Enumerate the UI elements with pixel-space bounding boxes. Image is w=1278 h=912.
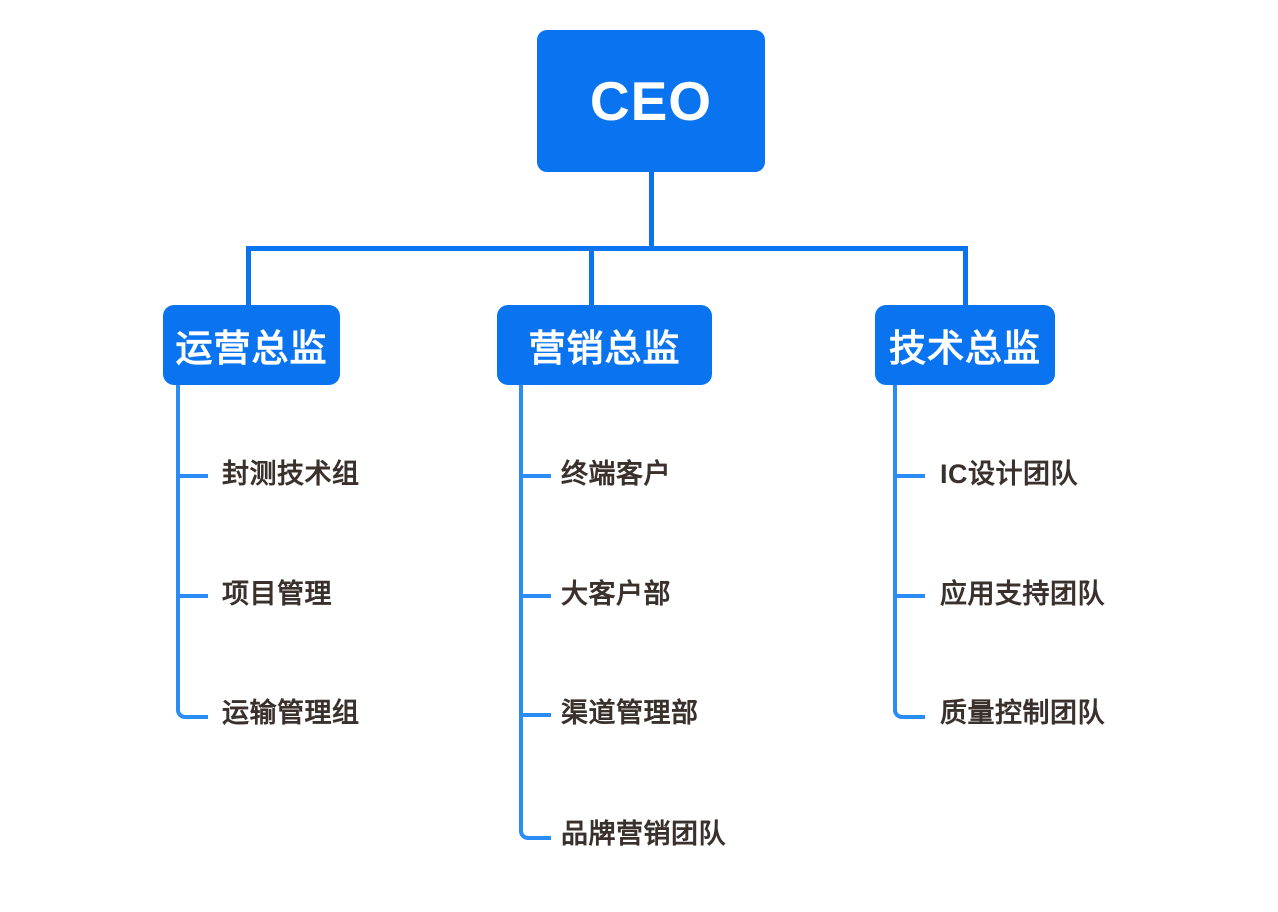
connector-elbow-marketing bbox=[519, 808, 551, 840]
node-director-technology[interactable]: 技术总监 bbox=[875, 305, 1055, 385]
connector-drop-technology bbox=[963, 246, 968, 308]
leaf-marketing-2[interactable]: 大客户部 bbox=[561, 579, 671, 609]
connector-level1-bus bbox=[246, 246, 968, 251]
leaf-marketing-1[interactable]: 终端客户 bbox=[561, 459, 671, 489]
node-director-marketing[interactable]: 营销总监 bbox=[497, 305, 712, 385]
connector-tick-marketing-2 bbox=[523, 594, 551, 598]
node-director-operations[interactable]: 运营总监 bbox=[163, 305, 340, 385]
connector-tick-marketing-1 bbox=[523, 474, 551, 478]
connector-spine-technology bbox=[893, 385, 897, 707]
node-ceo[interactable]: CEO bbox=[537, 30, 765, 172]
leaf-technology-1[interactable]: IC设计团队 bbox=[940, 459, 1078, 489]
leaf-marketing-3[interactable]: 渠道管理部 bbox=[561, 698, 699, 728]
node-director-technology-label: 技术总监 bbox=[889, 328, 1041, 369]
connector-elbow-technology bbox=[893, 687, 925, 719]
connector-tick-operations-1 bbox=[180, 474, 208, 478]
connector-drop-marketing bbox=[589, 246, 594, 308]
leaf-technology-2[interactable]: 应用支持团队 bbox=[940, 579, 1105, 609]
node-ceo-label: CEO bbox=[589, 70, 713, 132]
connector-tick-technology-2 bbox=[897, 594, 925, 598]
connector-tick-marketing-3 bbox=[523, 713, 551, 717]
connector-drop-operations bbox=[246, 246, 251, 308]
node-director-operations-label: 运营总监 bbox=[175, 328, 328, 369]
leaf-operations-1[interactable]: 封测技术组 bbox=[222, 459, 360, 489]
connector-spine-operations bbox=[176, 385, 180, 707]
connector-tick-operations-2 bbox=[180, 594, 208, 598]
leaf-marketing-4[interactable]: 品牌营销团队 bbox=[561, 819, 726, 849]
node-director-marketing-label: 营销总监 bbox=[528, 328, 681, 369]
leaf-technology-3[interactable]: 质量控制团队 bbox=[940, 698, 1105, 728]
connector-tick-technology-1 bbox=[897, 474, 925, 478]
leaf-operations-3[interactable]: 运输管理组 bbox=[222, 698, 360, 728]
connector-elbow-operations bbox=[176, 687, 208, 719]
connector-ceo-stem bbox=[649, 172, 654, 250]
leaf-operations-2[interactable]: 项目管理 bbox=[222, 579, 332, 609]
connector-spine-marketing bbox=[519, 385, 523, 828]
